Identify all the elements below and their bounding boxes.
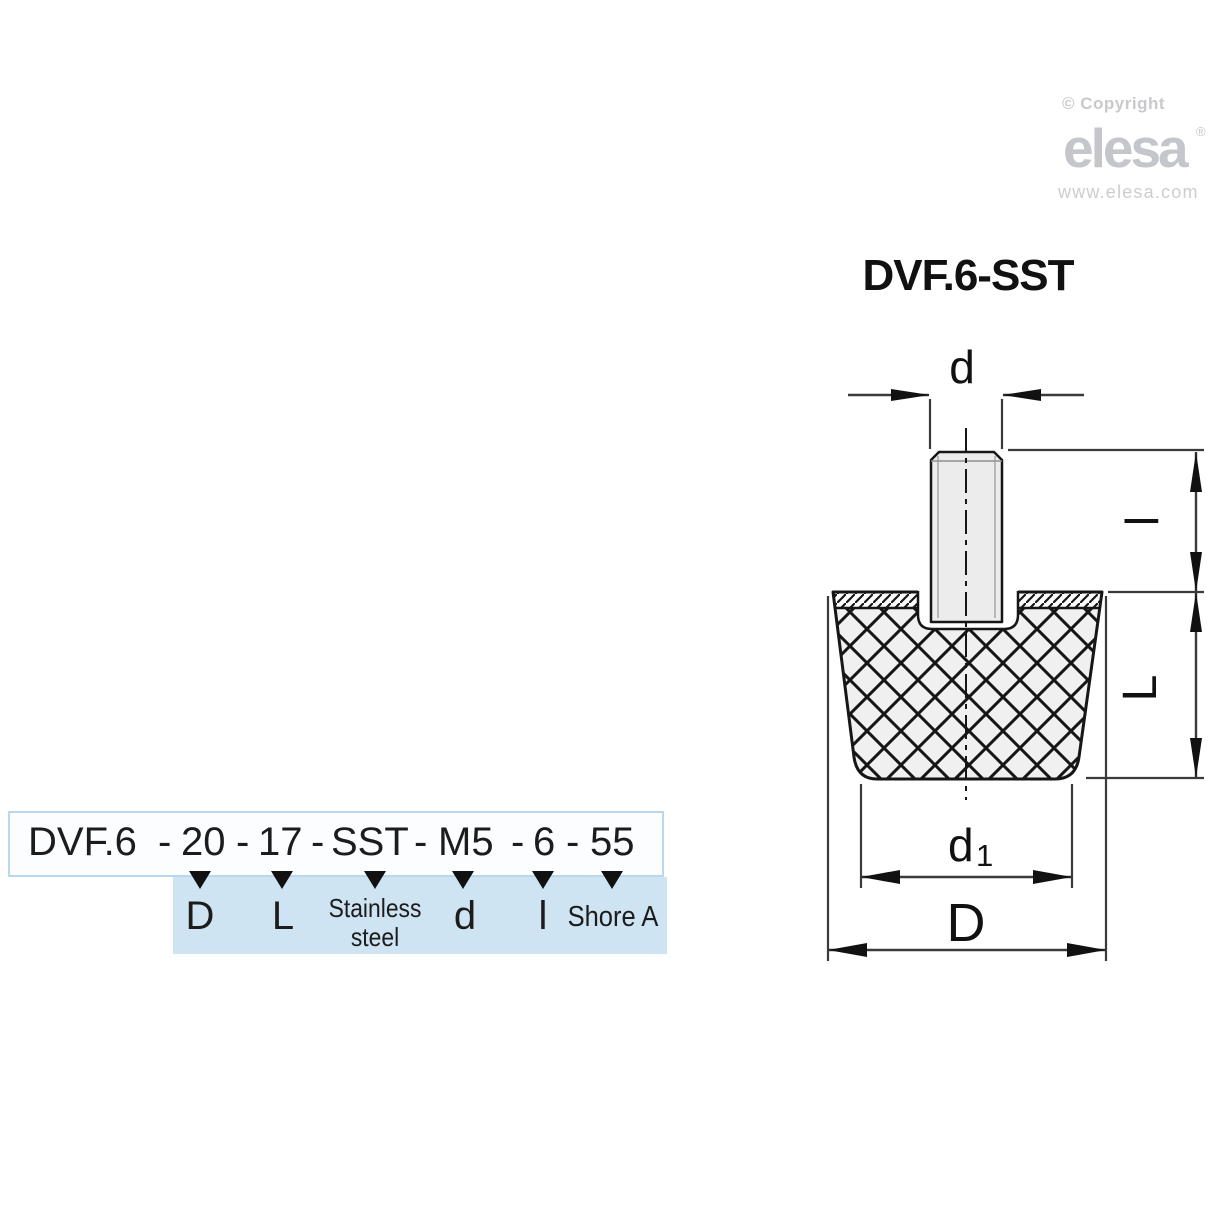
dimension-L: L — [1086, 590, 1204, 780]
dimension-d: d — [848, 341, 1084, 449]
dim-label-d: d — [949, 341, 975, 393]
code-segment-D: 20 — [181, 820, 226, 864]
code-label-D: D — [185, 894, 215, 938]
pointer-triangle-icon — [364, 871, 386, 889]
dimension-d1: d 1 — [859, 784, 1074, 888]
pointer-triangle-icon — [271, 871, 293, 889]
code-segment-SST: SST — [331, 820, 409, 864]
stud-recess — [916, 591, 1020, 631]
code-label-stainless-line2: steel — [350, 921, 400, 952]
code-segment-L: 17 — [258, 820, 303, 864]
code-label-L: L — [271, 894, 295, 938]
elesa-website: www.elesa.com — [1058, 182, 1199, 202]
code-separator: - — [158, 820, 172, 864]
code-separator: - — [414, 820, 428, 864]
pointer-triangle-icon — [189, 871, 211, 889]
code-label-shore-a: Shore A — [567, 901, 659, 933]
code-label-d: d — [453, 894, 477, 938]
dimension-l: l — [1008, 448, 1204, 592]
code-separator: - — [566, 820, 580, 864]
dim-label-L: L — [1114, 675, 1167, 702]
elesa-logo: elesa — [1063, 117, 1189, 179]
code-separator: - — [511, 820, 525, 864]
code-segment-series: DVF.6 — [28, 820, 137, 864]
product-title: DVF.6-SST — [862, 251, 1074, 300]
pointer-triangle-icon — [452, 871, 474, 889]
dim-label-D: D — [947, 893, 986, 953]
pointer-triangle-icon — [532, 871, 554, 889]
order-code-box — [8, 811, 664, 877]
code-separator: - — [236, 820, 250, 864]
dimension-D: D — [826, 596, 1108, 961]
dim-label-l: l — [1116, 516, 1168, 526]
dim-label-d1-subscript: 1 — [976, 838, 993, 873]
order-label-box — [173, 877, 667, 954]
code-segment-l: 6 — [533, 820, 556, 864]
code-segment-thread: M5 — [438, 820, 494, 864]
code-label-stainless: Stainless steel — [329, 894, 422, 951]
code-label-stainless-line1: Stainless — [328, 893, 422, 923]
dim-label-d1: d — [948, 819, 974, 871]
code-separator: - — [311, 820, 325, 864]
pointer-triangle-icon — [601, 871, 623, 889]
threaded-stud — [929, 450, 1004, 624]
copyright-text: © Copyright — [1062, 94, 1166, 113]
code-label-l: l — [538, 894, 548, 938]
code-segment-shore: 55 — [590, 820, 635, 864]
registered-trademark-icon: ® — [1196, 124, 1206, 139]
